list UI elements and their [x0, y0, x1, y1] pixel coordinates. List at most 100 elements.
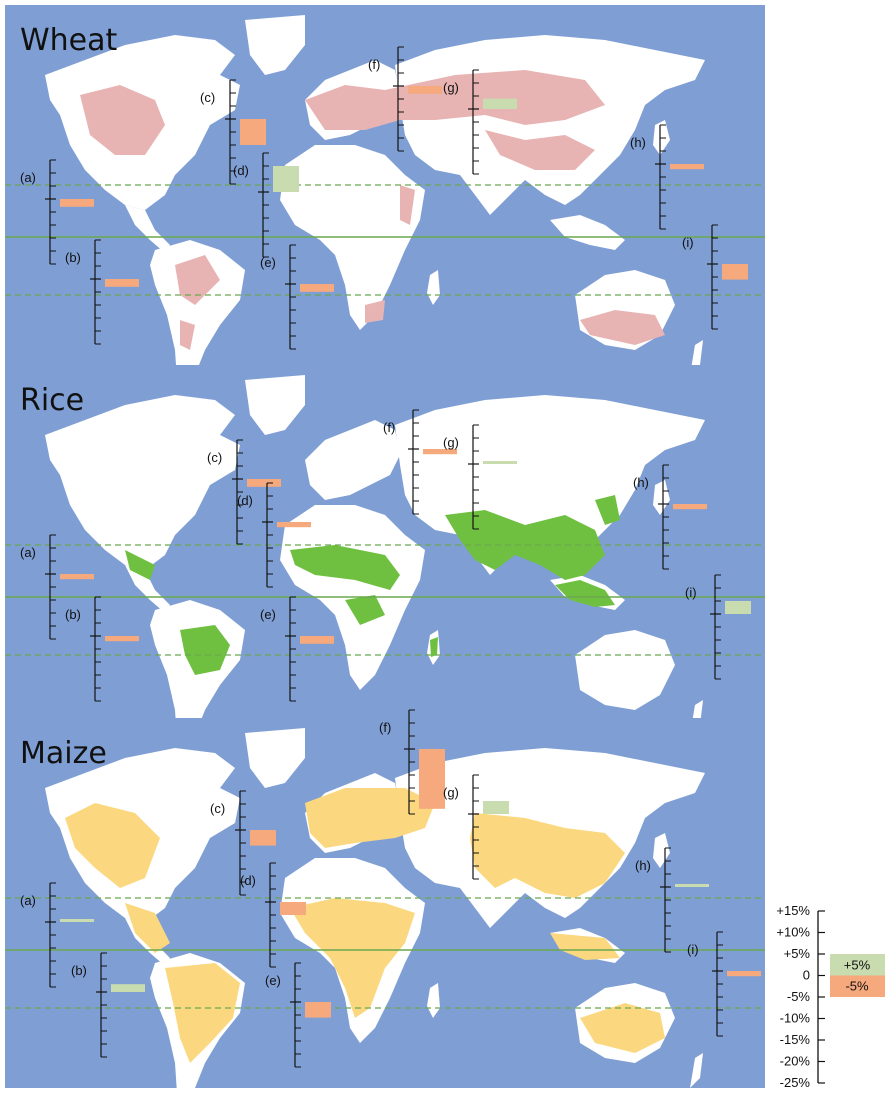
change-bar	[273, 166, 299, 192]
region-marker: (f)	[368, 46, 442, 152]
scale-label: +5%	[784, 946, 811, 961]
decrease-swatch	[830, 975, 885, 997]
change-bar	[277, 522, 311, 528]
marker-label: (e)	[260, 607, 276, 622]
decrease-label: -5%	[845, 979, 869, 994]
marker-label: (i)	[687, 942, 699, 957]
change-bar	[725, 601, 751, 614]
change-bar	[483, 461, 517, 464]
map-panel: Rice (a) (b) (c) (d) (e) (f) (g) (h) (i)	[5, 365, 765, 750]
change-bar	[60, 574, 94, 580]
map-panel: Maize (a) (b) (c) (d) (e) (f) (g) (h) (i)	[5, 709, 765, 1099]
region-marker: (h)	[633, 464, 707, 570]
change-bar	[105, 279, 139, 287]
marker-label: (i)	[682, 235, 694, 250]
marker-label: (i)	[685, 585, 697, 600]
region-marker: (b)	[71, 952, 145, 1058]
map-panel: Wheat (a) (b) (c) (d) (e) (f) (g) (h) (i)	[5, 5, 765, 390]
marker-label: (b)	[71, 963, 87, 978]
marker-label: (h)	[630, 135, 646, 150]
region-marker: (f)	[383, 409, 457, 515]
marker-label: (d)	[233, 163, 249, 178]
crop-title: Maize	[20, 736, 107, 771]
scale-label: -25%	[780, 1075, 811, 1090]
scale-label: +15%	[776, 903, 810, 918]
marker-label: (a)	[20, 170, 36, 185]
change-bar	[111, 984, 145, 992]
change-bar	[247, 479, 281, 487]
marker-label: (h)	[633, 475, 649, 490]
marker-label: (g)	[443, 435, 459, 450]
marker-label: (b)	[65, 250, 81, 265]
region-marker: (g)	[443, 774, 509, 880]
marker-label: (f)	[383, 420, 395, 435]
region-marker: (d)	[237, 482, 311, 588]
change-bar	[483, 801, 509, 814]
scale-label: -10%	[780, 1011, 811, 1026]
marker-label: (g)	[443, 785, 459, 800]
percent-scale: +15% +10% +5% 0 -5% -10% -15% -20% -25%	[776, 903, 825, 1090]
region-marker: (c)	[200, 79, 266, 185]
marker-label: (h)	[635, 858, 651, 873]
region-marker: (e)	[260, 244, 334, 350]
change-bar	[408, 86, 442, 94]
crop-title: Rice	[20, 383, 84, 418]
change-bar	[300, 284, 334, 292]
change-bar	[722, 264, 748, 280]
region-marker: (i)	[687, 931, 761, 1037]
change-bar	[60, 919, 94, 922]
marker-label: (c)	[210, 801, 225, 816]
marker-label: (g)	[443, 80, 459, 95]
scale-label: +10%	[776, 925, 810, 940]
region-marker: (i)	[682, 224, 748, 330]
region-marker: (b)	[65, 239, 139, 345]
change-bar	[673, 504, 707, 510]
change-bar	[60, 199, 94, 207]
increase-swatch	[830, 954, 885, 976]
region-marker: (b)	[65, 596, 139, 702]
region-marker: (c)	[207, 439, 281, 545]
marker-label: (a)	[20, 893, 36, 908]
change-bar	[240, 119, 266, 145]
region-marker: (g)	[443, 424, 517, 530]
marker-label: (c)	[200, 90, 215, 105]
marker-label: (f)	[379, 720, 391, 735]
marker-label: (f)	[368, 57, 380, 72]
increase-label: +5%	[844, 958, 871, 973]
marker-label: (e)	[260, 255, 276, 270]
change-bar	[419, 749, 445, 809]
marker-label: (a)	[20, 545, 36, 560]
region-marker: (a)	[20, 159, 94, 265]
change-bar	[727, 971, 761, 977]
change-bar	[670, 164, 704, 170]
change-bar	[250, 830, 276, 846]
region-marker: (e)	[260, 596, 334, 702]
change-bar	[300, 636, 334, 644]
scale-label: -20%	[780, 1054, 811, 1069]
crop-title: Wheat	[20, 23, 118, 58]
marker-label: (c)	[207, 450, 222, 465]
region-marker: (h)	[630, 124, 704, 230]
scale-label: 0	[803, 968, 810, 983]
marker-label: (d)	[237, 493, 253, 508]
region-marker: (c)	[210, 790, 276, 896]
change-bar	[423, 449, 457, 455]
region-marker: (e)	[265, 962, 331, 1068]
region-marker: (h)	[635, 847, 709, 953]
marker-label: (d)	[240, 873, 256, 888]
region-marker: (f)	[379, 709, 445, 815]
marker-label: (e)	[265, 973, 281, 988]
region-marker: (d)	[240, 862, 306, 968]
change-bar	[675, 884, 709, 887]
color-legend: +5%-5%	[830, 954, 885, 997]
change-bar	[483, 98, 517, 109]
region-marker: (g)	[443, 69, 517, 175]
change-bar	[280, 902, 306, 915]
region-marker: (d)	[233, 152, 299, 258]
scale-label: -15%	[780, 1032, 811, 1047]
marker-label: (b)	[65, 607, 81, 622]
change-bar	[305, 1002, 331, 1018]
scale-label: -5%	[787, 989, 811, 1004]
region-marker: (a)	[20, 882, 94, 988]
